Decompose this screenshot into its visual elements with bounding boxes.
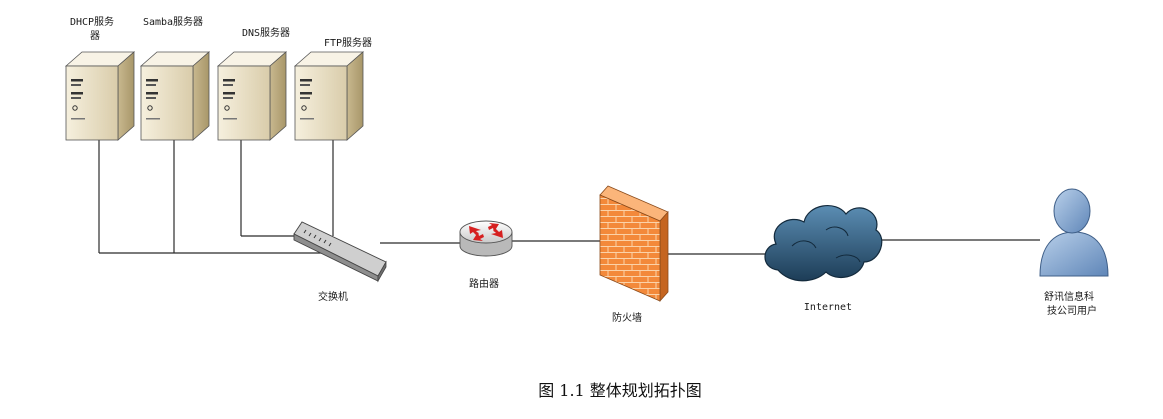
router-icon bbox=[459, 220, 513, 257]
switch-icon bbox=[293, 221, 387, 283]
connection-lines bbox=[98, 140, 1040, 255]
samba-server-label: Samba服务器 bbox=[143, 15, 203, 28]
dhcp-server-label: DHCP服务 器 bbox=[70, 15, 120, 42]
switch-label: 交换机 bbox=[318, 290, 348, 303]
dns-server-icon bbox=[217, 51, 287, 141]
router-label: 路由器 bbox=[469, 277, 499, 290]
firewall-icon bbox=[599, 185, 669, 303]
figure-caption: 图 1.1 整体规划拓扑图 bbox=[538, 381, 702, 400]
user-label: 舒讯信息科 技公司用户 bbox=[1044, 290, 1100, 317]
ftp-server-label: FTP服务器 bbox=[324, 36, 372, 49]
ftp-server-icon bbox=[294, 51, 364, 141]
dhcp-server-icon bbox=[65, 51, 135, 141]
internet-cloud-icon bbox=[764, 205, 883, 282]
dns-server-label: DNS服务器 bbox=[242, 26, 290, 39]
internet-label: Internet bbox=[804, 302, 852, 313]
user-icon bbox=[1039, 188, 1109, 277]
samba-server-icon bbox=[140, 51, 210, 141]
firewall-label: 防火墙 bbox=[612, 311, 642, 324]
